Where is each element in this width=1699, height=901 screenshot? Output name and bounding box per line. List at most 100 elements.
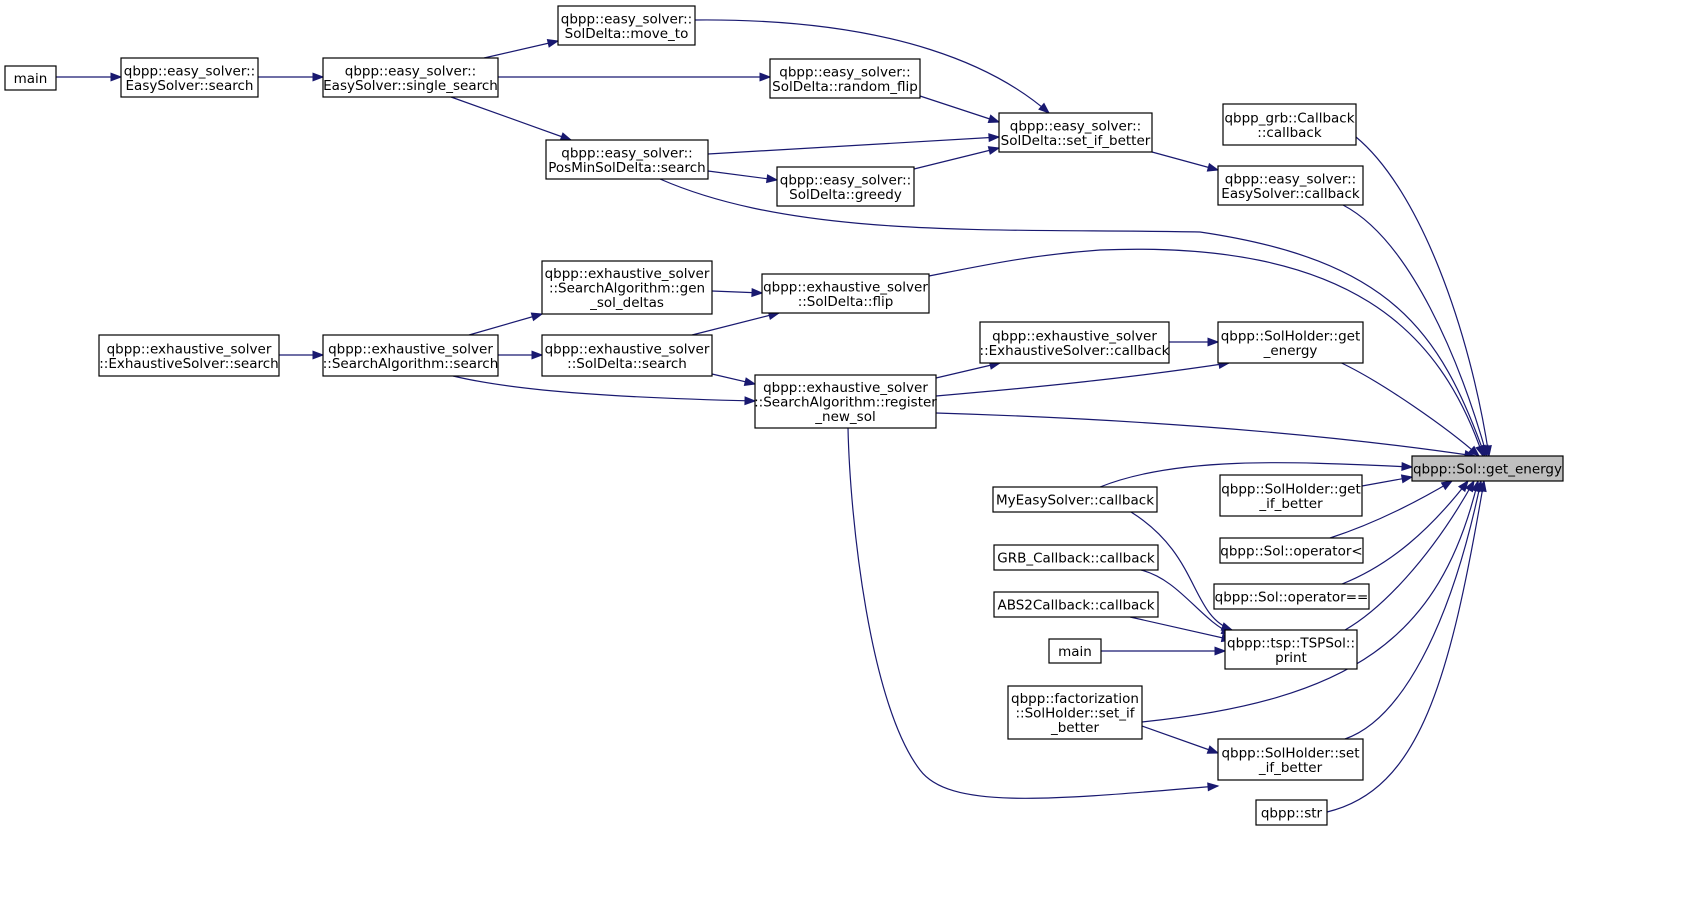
edge-sa_register-calls-ex_callback — [935, 360, 1002, 379]
edge-main_bottom-calls-tsp_print — [1101, 646, 1227, 656]
node-label-line: SolDelta::greedy — [789, 187, 902, 203]
arrowhead — [559, 132, 573, 141]
node-label-line: qbpp_grb::Callback — [1224, 110, 1354, 126]
node-label-line: ::ExhaustiveSolver::search — [99, 356, 279, 372]
edge-ex_sd_search-calls-ex_sd_flip — [691, 311, 781, 336]
arrowhead — [988, 133, 1001, 143]
node-main-bottom[interactable]: main — [1048, 638, 1102, 664]
arrowhead — [1475, 444, 1484, 458]
edge-line — [1099, 462, 1413, 488]
node-sa-gen[interactable]: qbpp::exhaustive_solver::SearchAlgorithm… — [541, 260, 713, 315]
node-es-callback[interactable]: qbpp::easy_solver::EasySolver::callback — [1217, 165, 1364, 206]
node-label-line: qbpp::SolHolder::get — [1221, 328, 1361, 344]
node-box — [993, 544, 1159, 571]
node-sh-get-energy[interactable]: qbpp::SolHolder::get_energy — [1217, 321, 1364, 364]
edge-sa_register-calls-sh_get_energy — [935, 360, 1231, 397]
node-box — [1213, 583, 1370, 610]
node-sol-eq[interactable]: qbpp::Sol::operator== — [1213, 583, 1370, 610]
node-label-line: EasySolver::single_search — [323, 78, 498, 94]
node-sh-get-if-better[interactable]: qbpp::SolHolder::get_if_better — [1219, 474, 1363, 517]
edge-line — [707, 170, 778, 181]
edge-ex_solver_search-calls-sa_search — [279, 350, 325, 360]
node-label-line: qbpp::exhaustive_solver — [328, 341, 493, 357]
edge-line — [694, 19, 1050, 114]
edge-ex_sd_search-calls-sa_register — [711, 373, 757, 387]
edge-line — [1140, 569, 1233, 635]
node-label-line: ::SearchAlgorithm::register — [754, 395, 937, 411]
edge-line — [1129, 616, 1233, 641]
node-box — [979, 321, 1170, 364]
arrowhead — [766, 174, 779, 184]
edge-sa_gen-calls-ex_sd_flip — [711, 288, 764, 298]
edge-sol_eq-calls-sol_get_energy — [1341, 479, 1469, 585]
node-label-line: _new_sol — [814, 409, 875, 425]
node-ex-sd-search[interactable]: qbpp::exhaustive_solver::SolDelta::searc… — [541, 334, 713, 377]
node-label-line: qbpp::easy_solver:: — [1010, 118, 1141, 134]
edge-line — [452, 375, 756, 402]
node-box — [541, 260, 713, 315]
node-pmsd-search[interactable]: qbpp::easy_solver::PosMinSolDelta::searc… — [545, 139, 709, 180]
node-fact-set-if-better[interactable]: qbpp::factorization::SolHolder::set_if_b… — [1007, 685, 1143, 740]
node-box — [1224, 629, 1358, 670]
arrowhead — [987, 114, 1001, 124]
edge-line — [450, 96, 572, 141]
node-label-line: ::callback — [1257, 125, 1322, 141]
arrowhead — [743, 377, 757, 387]
node-sa-search[interactable]: qbpp::exhaustive_solver::SearchAlgorithm… — [322, 334, 499, 377]
node-label-line: SolDelta::move_to — [565, 26, 689, 42]
node-tsp-print[interactable]: qbpp::tsp::TSPSol::print — [1224, 629, 1358, 670]
arrowhead — [1440, 480, 1454, 491]
node-str[interactable]: qbpp::str — [1255, 799, 1328, 826]
edge-pmsd_search-calls-sd_greedy — [707, 170, 779, 184]
node-grb-cb-callback[interactable]: qbpp_grb::Callback::callback — [1222, 103, 1357, 146]
node-label-line: qbpp::tsp::TSPSol:: — [1227, 635, 1355, 651]
node-ex-callback[interactable]: qbpp::exhaustive_solver::ExhaustiveSolve… — [979, 321, 1170, 364]
arrowhead — [1464, 479, 1475, 493]
node-box — [1411, 455, 1564, 482]
node-sd-move-to[interactable]: qbpp::easy_solver::SolDelta::move_to — [557, 5, 696, 46]
node-label-line: PosMinSolDelta::search — [548, 160, 705, 176]
node-main-top[interactable]: main — [4, 65, 57, 91]
node-label-line: _if_better — [1258, 496, 1323, 512]
node-label-line: qbpp::easy_solver:: — [779, 64, 910, 80]
node-label-line: ABS2Callback::callback — [997, 598, 1154, 614]
node-box — [545, 139, 709, 180]
edge-sh_set_if_better-calls-sol_get_energy — [1344, 479, 1484, 740]
node-label-line: qbpp::exhaustive_solver — [763, 380, 928, 396]
edge-line — [1329, 480, 1453, 539]
node-box — [557, 5, 696, 46]
node-label-line: qbpp::easy_solver:: — [780, 172, 911, 188]
node-box — [322, 334, 499, 377]
node-sd-greedy[interactable]: qbpp::easy_solver::SolDelta::greedy — [776, 166, 915, 207]
node-sol-lt[interactable]: qbpp::Sol::operator< — [1219, 537, 1364, 564]
arrowhead — [1207, 337, 1220, 347]
node-es-search[interactable]: qbpp::easy_solver::EasySolver::search — [120, 57, 259, 98]
node-label-line: ::SolDelta::search — [567, 356, 687, 372]
node-layer: main qbpp::easy_solver::EasySolver::searc… — [4, 5, 1564, 826]
node-label-line: qbpp::exhaustive_solver — [763, 279, 928, 295]
node-box — [98, 334, 280, 377]
node-sa-register[interactable]: qbpp::exhaustive_solver::SearchAlgorithm… — [754, 374, 937, 429]
node-ex-sd-flip[interactable]: qbpp::exhaustive_solver::SolDelta::flip — [761, 273, 930, 314]
edge-line — [1141, 480, 1479, 723]
node-sd-set-if-better[interactable]: qbpp::easy_solver::SolDelta::set_if_bett… — [998, 112, 1153, 153]
node-label-line: _sol_deltas — [589, 295, 664, 311]
edge-main_top-calls-es_search — [56, 72, 123, 82]
edge-sd_set_if_better-calls-es_callback — [1151, 151, 1220, 172]
node-abs2-callback[interactable]: ABS2Callback::callback — [993, 591, 1159, 618]
edge-line — [1344, 480, 1475, 631]
edge-line — [691, 312, 780, 336]
node-grb-callback[interactable]: GRB_Callback::callback — [993, 544, 1159, 571]
edge-line — [1334, 359, 1480, 457]
node-label-line: ::SolDelta::flip — [798, 294, 894, 310]
node-sol-get-energy[interactable]: qbpp::Sol::get_energy — [1411, 455, 1564, 482]
node-es-single[interactable]: qbpp::easy_solver::EasySolver::single_se… — [322, 57, 499, 98]
node-sd-random-flip[interactable]: qbpp::easy_solver::SolDelta::random_flip — [769, 58, 921, 99]
node-label-line: qbpp::exhaustive_solver — [545, 266, 710, 282]
node-my-es-callback[interactable]: MyEasySolver::callback — [992, 486, 1158, 513]
node-sh-set-if-better[interactable]: qbpp::SolHolder::set_if_better — [1217, 738, 1364, 781]
node-label-line: ::ExhaustiveSolver::callback — [980, 343, 1170, 359]
node-ex-solver-search[interactable]: qbpp::exhaustive_solver::ExhaustiveSolve… — [98, 334, 280, 377]
edge-line — [483, 40, 559, 59]
node-label-line: GRB_Callback::callback — [997, 551, 1155, 567]
